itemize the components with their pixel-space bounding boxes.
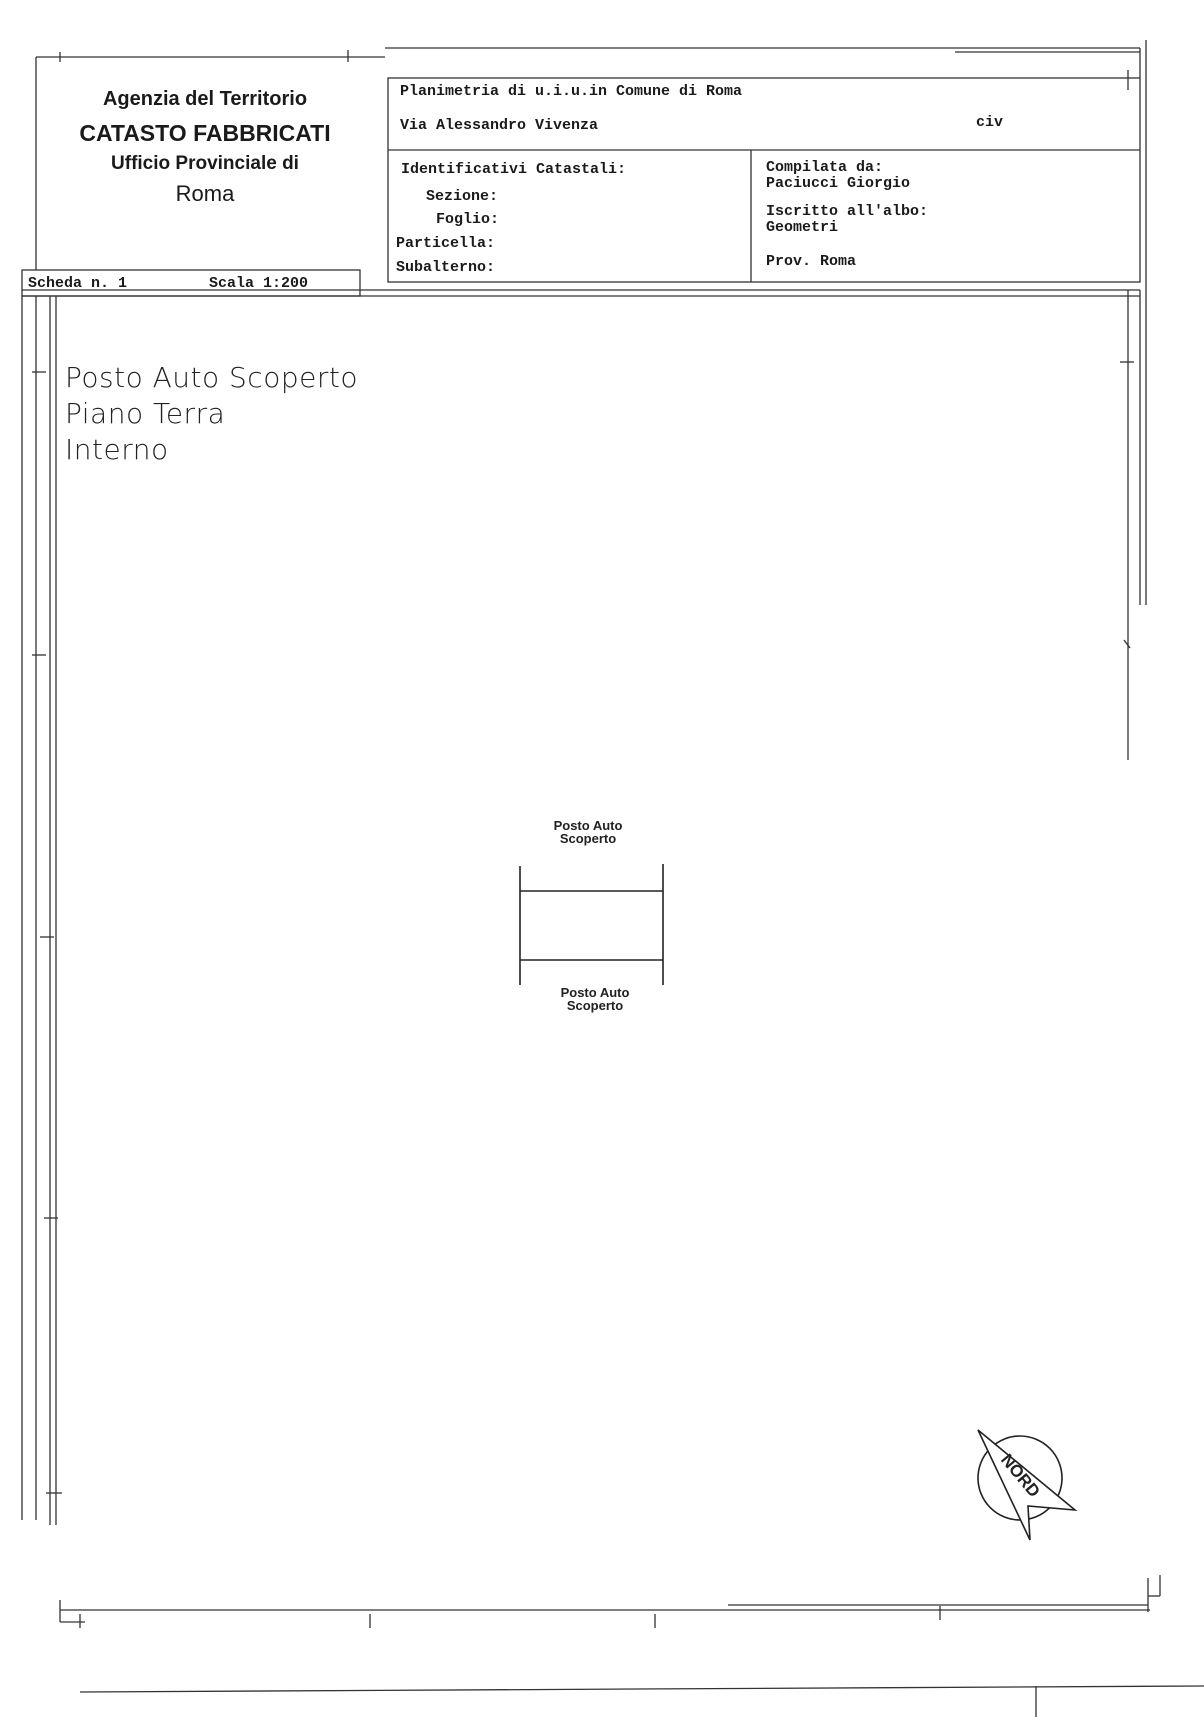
sheet-number: Scheda n. 1 bbox=[28, 275, 128, 292]
street-address: Via Alessandro Vivenza bbox=[400, 117, 599, 134]
department-name: CATASTO FABBRICATI bbox=[79, 120, 331, 146]
parcel-label: Particella: bbox=[396, 235, 496, 252]
sheet-label: Foglio: bbox=[436, 211, 500, 228]
registered-value: Geometri bbox=[766, 219, 839, 236]
scale: Scala 1:200 bbox=[209, 275, 309, 292]
plan-title-line3: Interno bbox=[65, 433, 169, 466]
compiled-by-label: Compilata da: bbox=[766, 159, 884, 176]
parking-space-plan bbox=[519, 864, 664, 985]
plan-title-line1: Posto Auto Scoperto bbox=[65, 361, 358, 394]
civic-label: civ bbox=[976, 114, 1004, 131]
plan-title-line2: Piano Terra bbox=[65, 397, 226, 430]
north-arrow-icon bbox=[977, 1429, 1078, 1541]
parking-label-top-line2: Scoperto bbox=[559, 831, 617, 846]
office-city: Roma bbox=[175, 181, 235, 206]
plan-title-text: Planimetria di u.i.u.in Comune di Roma bbox=[400, 83, 743, 100]
parking-label-bottom: Posto Auto Scoperto bbox=[545, 986, 645, 1012]
parking-label-bottom-line1: Posto Auto bbox=[560, 985, 630, 1000]
office-name: Ufficio Provinciale di bbox=[111, 153, 299, 174]
agency-name: Agenzia del Territorio bbox=[102, 88, 308, 110]
registered-label: Iscritto all'albo: bbox=[766, 203, 929, 220]
subunit-label: Subalterno: bbox=[396, 259, 496, 276]
parking-label-top: Posto Auto Scoperto bbox=[538, 819, 638, 845]
compiler-name: Paciucci Giorgio bbox=[766, 175, 911, 192]
province: Prov. Roma bbox=[766, 253, 857, 270]
parking-label-bottom-line2: Scoperto bbox=[566, 998, 624, 1013]
identifiers-heading: Identificativi Catastali: bbox=[401, 161, 627, 178]
section-label: Sezione: bbox=[426, 188, 499, 205]
parking-label-top-line1: Posto Auto bbox=[553, 818, 623, 833]
